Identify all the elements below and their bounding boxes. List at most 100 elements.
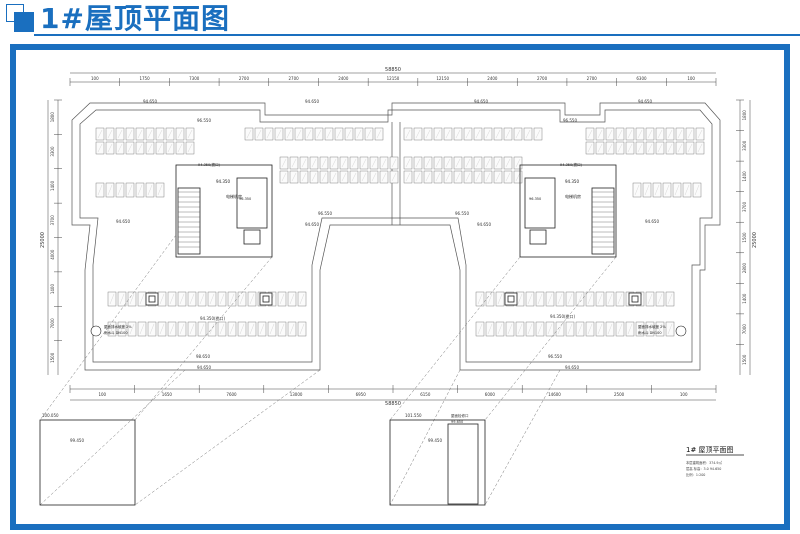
elev-lower-right-note: 94.350(檐口)	[550, 313, 576, 319]
solar-panel-hatch	[107, 143, 113, 153]
bottom-dim-label: 7600	[226, 392, 237, 397]
top-dim-label: 100	[687, 76, 695, 81]
solar-panel-hatch	[597, 129, 603, 139]
solar-panel-hatch	[351, 172, 357, 182]
solar-panel-hatch	[391, 158, 397, 168]
right-dim-label: 1400	[742, 171, 747, 182]
solar-panel-hatch	[435, 158, 441, 168]
solar-panel-hatch	[667, 129, 673, 139]
solar-panel-hatch	[627, 143, 633, 153]
solar-panel-hatch	[597, 143, 603, 153]
solar-panel-hatch	[637, 129, 643, 139]
note-right-a: 屋面排水坡度 2%	[638, 324, 666, 329]
solar-panel-hatch	[127, 143, 133, 153]
solar-panel-hatch	[209, 293, 215, 305]
solar-panel-hatch	[677, 143, 683, 153]
solar-panel-hatch	[366, 129, 372, 139]
left-dim-label: 1400	[50, 284, 55, 295]
solar-panel-hatch	[505, 129, 511, 139]
solar-panel-hatch	[577, 323, 583, 335]
solar-panel-hatch	[647, 129, 653, 139]
solar-panel-hatch	[547, 293, 553, 305]
solar-panel-hatch	[289, 293, 295, 305]
solar-panel-hatch	[687, 143, 693, 153]
solar-panel-hatch	[127, 129, 133, 139]
bottom-dim-label: 6000	[485, 392, 496, 397]
solar-panel-hatch	[159, 323, 165, 335]
solar-panel-hatch	[607, 129, 613, 139]
solar-panel-hatch	[189, 323, 195, 335]
solar-panel-hatch	[465, 158, 471, 168]
solar-panel-hatch	[537, 323, 543, 335]
solar-panel-hatch	[495, 129, 501, 139]
elev-upper-right: 96.550	[563, 118, 577, 123]
solar-panel-hatch	[256, 129, 262, 139]
solar-panel-hatch	[127, 184, 133, 196]
solar-panel-hatch	[219, 323, 225, 335]
elev-lower-left-a: 98.650	[196, 354, 210, 359]
solar-panel-hatch	[276, 129, 282, 139]
solar-panel-hatch	[667, 293, 673, 305]
solar-panel-hatch	[336, 129, 342, 139]
solar-panel-hatch	[351, 158, 357, 168]
solar-panel-hatch	[405, 129, 411, 139]
bottom-dim-label: 13000	[290, 392, 303, 397]
solar-panel-hatch	[515, 129, 521, 139]
machine-room-right: 电梯机房	[565, 193, 581, 199]
solar-panel-hatch	[637, 323, 643, 335]
left-dim-label: 4000	[50, 249, 55, 260]
solar-panel-hatch	[356, 129, 362, 139]
solar-panel-hatch	[445, 172, 451, 182]
detail-boxes	[39, 419, 486, 506]
legend-title: 1# 屋顶平面图	[686, 446, 734, 454]
solar-panel-hatch	[289, 323, 295, 335]
solar-panel-hatch	[525, 129, 531, 139]
solar-panel-hatch	[109, 323, 115, 335]
elev-core-right-b: 96.350	[529, 197, 541, 201]
solar-panel-hatch	[497, 323, 503, 335]
solar-panel-hatch	[445, 129, 451, 139]
elev-core-right-note: 94.350(檐口)	[560, 162, 583, 167]
solar-panel-hatch	[199, 323, 205, 335]
solar-panel-hatch	[311, 172, 317, 182]
solar-panel-hatch	[147, 184, 153, 196]
solar-panel-hatch	[647, 143, 653, 153]
solar-panel-hatch	[647, 323, 653, 335]
solar-panel-hatch	[157, 129, 163, 139]
solar-panel-hatch	[535, 129, 541, 139]
solar-panel-hatch	[137, 143, 143, 153]
solar-panel-hatch	[697, 129, 703, 139]
solar-panel-hatch	[361, 158, 367, 168]
solar-panel-hatch	[167, 129, 173, 139]
solar-panel-hatch	[179, 323, 185, 335]
top-dim-label: 6300	[636, 76, 647, 81]
solar-panel-hatch	[647, 293, 653, 305]
elev-detail-right-b: 99.450	[428, 438, 442, 443]
top-total-dimension: 58850	[385, 67, 401, 73]
solar-panel-hatch	[425, 129, 431, 139]
elev-top-right: 94.650	[638, 99, 652, 104]
left-dim-label: 1400	[50, 180, 55, 191]
solar-panel-hatch	[617, 129, 623, 139]
top-dim-label: 2700	[587, 76, 598, 81]
elev-side-right: 94.650	[645, 219, 659, 224]
solar-panel-hatch	[405, 158, 411, 168]
roof-drains	[145, 292, 642, 306]
bottom-dim-label: 100	[98, 392, 106, 397]
elev-top-mid-right: 94.650	[474, 99, 488, 104]
solar-panel-hatch	[475, 129, 481, 139]
solar-panel-hatch	[674, 184, 680, 196]
solar-panel-hatch	[477, 293, 483, 305]
solar-panel-hatch	[189, 293, 195, 305]
solar-panel-hatch	[587, 323, 593, 335]
elev-lower-left-b: 94.650	[197, 365, 211, 370]
solar-panel-hatch	[597, 323, 603, 335]
solar-panel-hatch	[495, 158, 501, 168]
elev-detail-left-a: 100.050	[42, 413, 59, 418]
solar-panel-hatch	[119, 293, 125, 305]
solar-panel-hatch	[97, 184, 103, 196]
solar-panel-hatch	[507, 323, 513, 335]
solar-panel-hatch	[664, 184, 670, 196]
solar-panel-hatch	[249, 323, 255, 335]
